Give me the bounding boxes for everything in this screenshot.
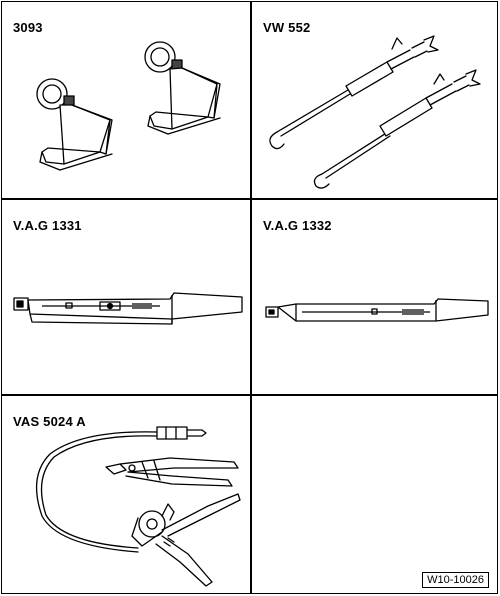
- torque-wrench-icon: [252, 200, 498, 396]
- tool-label: 3093: [13, 20, 43, 35]
- tool-cell-vas5024a: VAS 5024 A: [2, 396, 248, 592]
- figure-number: W10-10026: [422, 572, 489, 588]
- empty-cell: [252, 396, 498, 592]
- tool-cell-3093: 3093: [2, 2, 248, 198]
- clamp-pair-icon: [2, 2, 248, 198]
- tool-label: V.A.G 1332: [263, 218, 332, 233]
- grid-divider-row-2: [2, 394, 497, 396]
- tool-label: V.A.G 1331: [13, 218, 82, 233]
- grid-divider-vertical: [250, 2, 252, 593]
- hook-tool-pair-icon: [252, 2, 498, 198]
- tool-cell-vag1331: V.A.G 1331: [2, 200, 248, 396]
- tool-cell-vag1332: V.A.G 1332: [252, 200, 498, 396]
- grid-divider-row-1: [2, 198, 497, 200]
- torque-wrench-icon: [2, 200, 248, 396]
- tool-cell-vw552: VW 552: [252, 2, 498, 198]
- tool-label: VW 552: [263, 20, 311, 35]
- tool-label: VAS 5024 A: [13, 414, 86, 429]
- hose-clip-pliers-icon: [2, 396, 248, 592]
